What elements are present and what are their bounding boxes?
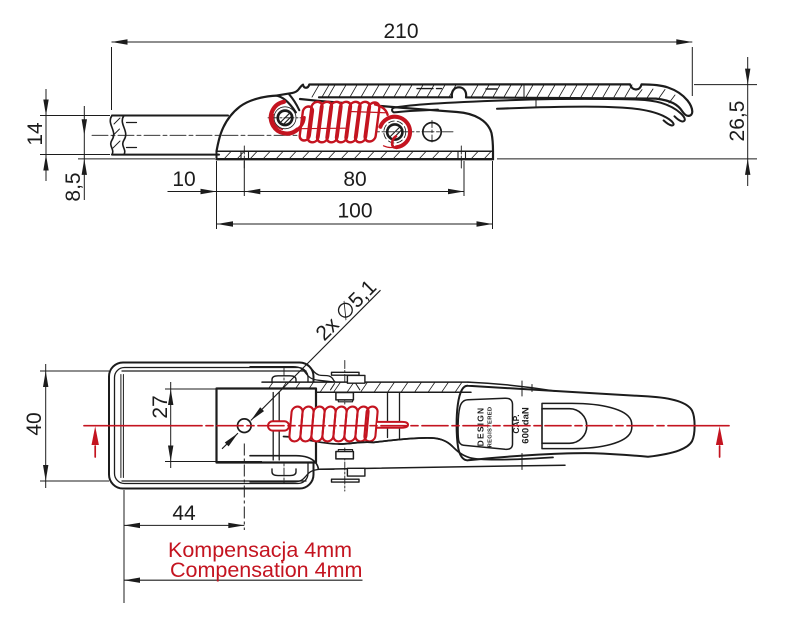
svg-text:27: 27 — [149, 395, 172, 418]
svg-text:10: 10 — [172, 168, 195, 191]
svg-text:REGISTERED: REGISTERED — [488, 407, 494, 448]
svg-text:8,5: 8,5 — [62, 172, 85, 201]
svg-text:210: 210 — [383, 20, 418, 43]
svg-text:Kompensacja 4mm: Kompensacja 4mm — [168, 538, 352, 562]
svg-text:26,5: 26,5 — [726, 101, 749, 142]
svg-text:CAP.: CAP. — [511, 414, 521, 433]
svg-text:2x ∅5,1: 2x ∅5,1 — [312, 276, 382, 346]
svg-text:44: 44 — [172, 502, 196, 525]
svg-text:14: 14 — [24, 122, 47, 146]
svg-text:40: 40 — [23, 412, 46, 435]
svg-text:100: 100 — [337, 200, 372, 223]
svg-text:Compensation 4mm: Compensation 4mm — [170, 558, 362, 582]
svg-text:80: 80 — [343, 168, 366, 191]
